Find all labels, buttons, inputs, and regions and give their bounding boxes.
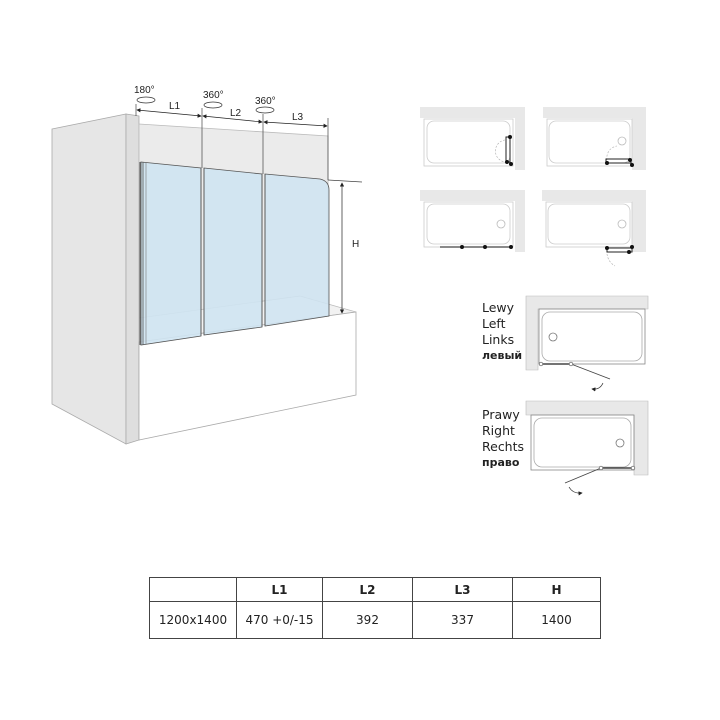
plan-right-orientation xyxy=(525,400,649,496)
header-cell: H xyxy=(512,577,601,602)
rotation-icon xyxy=(255,106,275,114)
shower-screen-3d xyxy=(51,96,363,445)
plan-view-4 xyxy=(542,190,646,267)
spec-table: L1 L2 L3 H 1200x1400 470 +0/-15 392 337 … xyxy=(149,577,601,639)
orientation-label-left: Lewy Left Links левый xyxy=(482,300,522,364)
header-cell: L2 xyxy=(322,577,413,602)
rotation-label-1: 180° xyxy=(134,85,155,96)
header-cell xyxy=(149,577,237,602)
plan-view-2 xyxy=(543,107,646,170)
label-line: Left xyxy=(482,316,506,331)
dim-label-l3: L3 xyxy=(292,112,304,123)
table-cell: 1200x1400 xyxy=(149,601,237,639)
label-line: левый xyxy=(482,349,523,362)
label-line: Right xyxy=(482,423,515,438)
table-header-row: L1 L2 L3 H xyxy=(149,577,601,602)
dim-label-l2: L2 xyxy=(230,108,242,119)
side-wall xyxy=(51,113,127,445)
plan-view-1 xyxy=(420,107,525,170)
plan-left-orientation xyxy=(525,295,649,392)
glass-panel-3 xyxy=(264,173,330,327)
wall-front-edge xyxy=(125,113,140,445)
orientation-label-right: Prawy Right Rechts право xyxy=(482,407,524,471)
glass-panel-1 xyxy=(140,161,202,346)
dim-label-l1: L1 xyxy=(169,101,181,112)
rotation-label-2: 360° xyxy=(203,90,224,101)
table-cell: 392 xyxy=(322,601,413,639)
label-line: Lewy xyxy=(482,300,515,315)
header-cell: L3 xyxy=(412,577,513,602)
rotation-label-3: 360° xyxy=(255,96,276,107)
table-cell: 470 +0/-15 xyxy=(236,601,323,639)
table-cell: 337 xyxy=(412,601,513,639)
plan-view-3 xyxy=(420,190,525,252)
rotation-icon xyxy=(203,101,223,109)
header-cell: L1 xyxy=(236,577,323,602)
rotation-icon xyxy=(136,96,156,104)
table-row: 1200x1400 470 +0/-15 392 337 1400 xyxy=(149,601,601,639)
glass-panel-2 xyxy=(203,167,263,336)
label-line: Links xyxy=(482,332,515,347)
label-line: право xyxy=(482,456,520,469)
label-line: Prawy xyxy=(482,407,520,422)
label-line: Rechts xyxy=(482,439,525,454)
dim-label-h: H xyxy=(352,239,359,250)
table-cell: 1400 xyxy=(512,601,601,639)
